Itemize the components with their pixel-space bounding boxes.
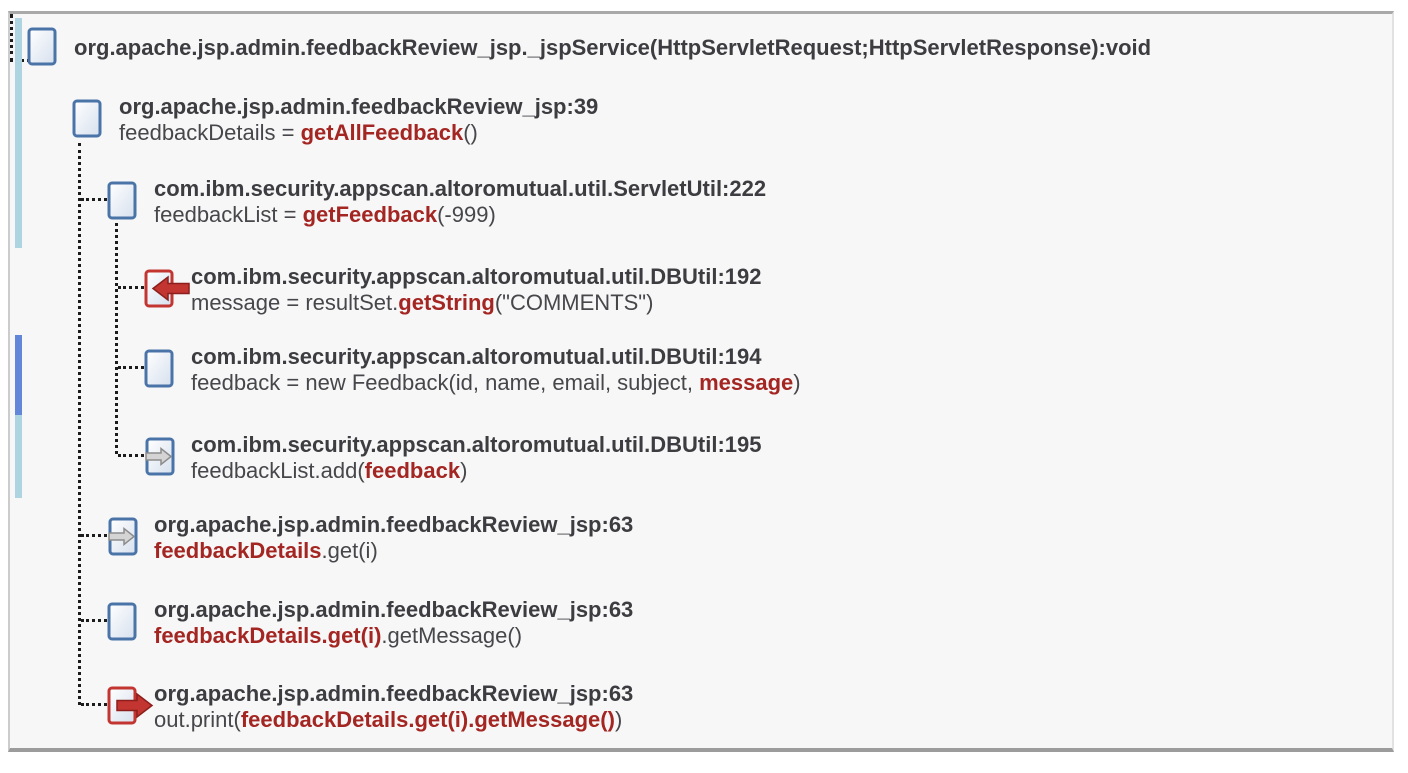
overview-marker-light-bottom[interactable]	[15, 415, 22, 498]
trace-node-statement: feedbackDetails.get(i)	[154, 538, 633, 564]
trace-node[interactable]: com.ibm.security.appscan.altoromutual.ut…	[107, 176, 766, 228]
passthrough-arrow-icon[interactable]	[144, 437, 192, 476]
checkbox-icon[interactable]	[144, 349, 192, 388]
code-text: message = resultSet.	[191, 290, 399, 315]
tree-connector	[81, 534, 107, 537]
taint-text: getString	[398, 290, 495, 315]
sink-arrow-out-of-box-icon[interactable]	[107, 686, 155, 725]
tree-connector	[118, 286, 144, 289]
trace-node-statement: feedback = new Feedback(id, name, email,…	[191, 370, 801, 396]
trace-node-root[interactable]: org.apache.jsp.admin.feedbackReview_jsp.…	[27, 27, 1152, 66]
code-text: (-999)	[437, 202, 496, 227]
trace-node-statement: message = resultSet.getString("COMMENTS"…	[191, 290, 762, 316]
trace-node[interactable]: com.ibm.security.appscan.altoromutual.ut…	[144, 344, 801, 396]
trace-node-location: com.ibm.security.appscan.altoromutual.ut…	[191, 264, 762, 289]
trace-node-passthrough[interactable]: com.ibm.security.appscan.altoromutual.ut…	[144, 432, 762, 484]
trace-node-statement: feedbackList.add(feedback)	[191, 458, 762, 484]
trace-node-source[interactable]: com.ibm.security.appscan.altoromutual.ut…	[144, 264, 762, 316]
trace-node-statement: feedbackDetails.get(i).getMessage()	[154, 623, 633, 649]
code-text: ("COMMENTS")	[494, 290, 654, 315]
tree-connector	[81, 619, 107, 622]
trace-node-location: com.ibm.security.appscan.altoromutual.ut…	[191, 344, 762, 369]
code-text: feedbackDetails =	[119, 120, 301, 145]
trace-node-location: com.ibm.security.appscan.altoromutual.ut…	[154, 176, 767, 201]
tree-connector	[81, 703, 107, 706]
trace-node-statement: feedbackDetails = getAllFeedback()	[119, 120, 598, 146]
overview-marker-light-top[interactable]	[15, 18, 22, 248]
trace-node-statement: feedbackList = getFeedback(-999)	[154, 202, 766, 228]
taint-text: feedback	[364, 458, 461, 483]
code-text: out.print(	[154, 707, 241, 732]
checkbox-icon[interactable]	[72, 99, 120, 138]
checkbox-icon[interactable]	[107, 602, 155, 641]
tree-connector	[81, 198, 107, 201]
taint-text: feedbackDetails.get(i).getMessage()	[240, 707, 615, 732]
code-text: feedback = new Feedback(id, name, email,…	[191, 370, 700, 395]
trace-node-location: com.ibm.security.appscan.altoromutual.ut…	[191, 432, 762, 457]
tree-connector	[115, 223, 118, 454]
trace-node-location: org.apache.jsp.admin.feedbackReview_jsp:…	[154, 512, 634, 537]
source-arrow-into-box-icon[interactable]	[144, 269, 192, 308]
code-text: feedbackList =	[154, 202, 303, 227]
code-text: ()	[463, 120, 478, 145]
trace-node-passthrough[interactable]: org.apache.jsp.admin.feedbackReview_jsp:…	[107, 512, 633, 564]
taint-text: getFeedback	[302, 202, 438, 227]
tree-connector	[118, 366, 144, 369]
checkbox-icon[interactable]	[27, 27, 75, 66]
trace-node-location: org.apache.jsp.admin.feedbackReview_jsp:…	[119, 94, 599, 119]
overview-marker-blue[interactable]	[15, 335, 22, 415]
code-text: .get(i)	[321, 538, 378, 563]
trace-node-location: org.apache.jsp.admin.feedbackReview_jsp:…	[154, 597, 634, 622]
trace-panel: org.apache.jsp.admin.feedbackReview_jsp.…	[8, 11, 1394, 752]
code-text: )	[460, 458, 468, 483]
tree-connector	[78, 143, 81, 705]
trace-node-location: org.apache.jsp.admin.feedbackReview_jsp:…	[154, 681, 634, 706]
taint-text: getAllFeedback	[300, 120, 464, 145]
tree-connector	[118, 454, 144, 457]
code-text: )	[793, 370, 801, 395]
taint-text: feedbackDetails.get(i)	[154, 623, 382, 648]
code-text: feedbackList.add(	[191, 458, 365, 483]
checkbox-icon[interactable]	[107, 181, 155, 220]
trace-node[interactable]: org.apache.jsp.admin.feedbackReview_jsp:…	[72, 94, 598, 146]
trace-node-location: org.apache.jsp.admin.feedbackReview_jsp.…	[74, 35, 1152, 60]
trace-node-statement: out.print(feedbackDetails.get(i).getMess…	[154, 707, 633, 733]
trace-node-sink[interactable]: org.apache.jsp.admin.feedbackReview_jsp:…	[107, 681, 633, 733]
code-text: )	[614, 707, 623, 732]
code-text: .getMessage()	[381, 623, 523, 648]
passthrough-arrow-icon[interactable]	[107, 517, 155, 556]
taint-text: feedbackDetails	[154, 538, 322, 563]
trace-node[interactable]: org.apache.jsp.admin.feedbackReview_jsp:…	[107, 597, 633, 649]
taint-text: message	[699, 370, 794, 395]
